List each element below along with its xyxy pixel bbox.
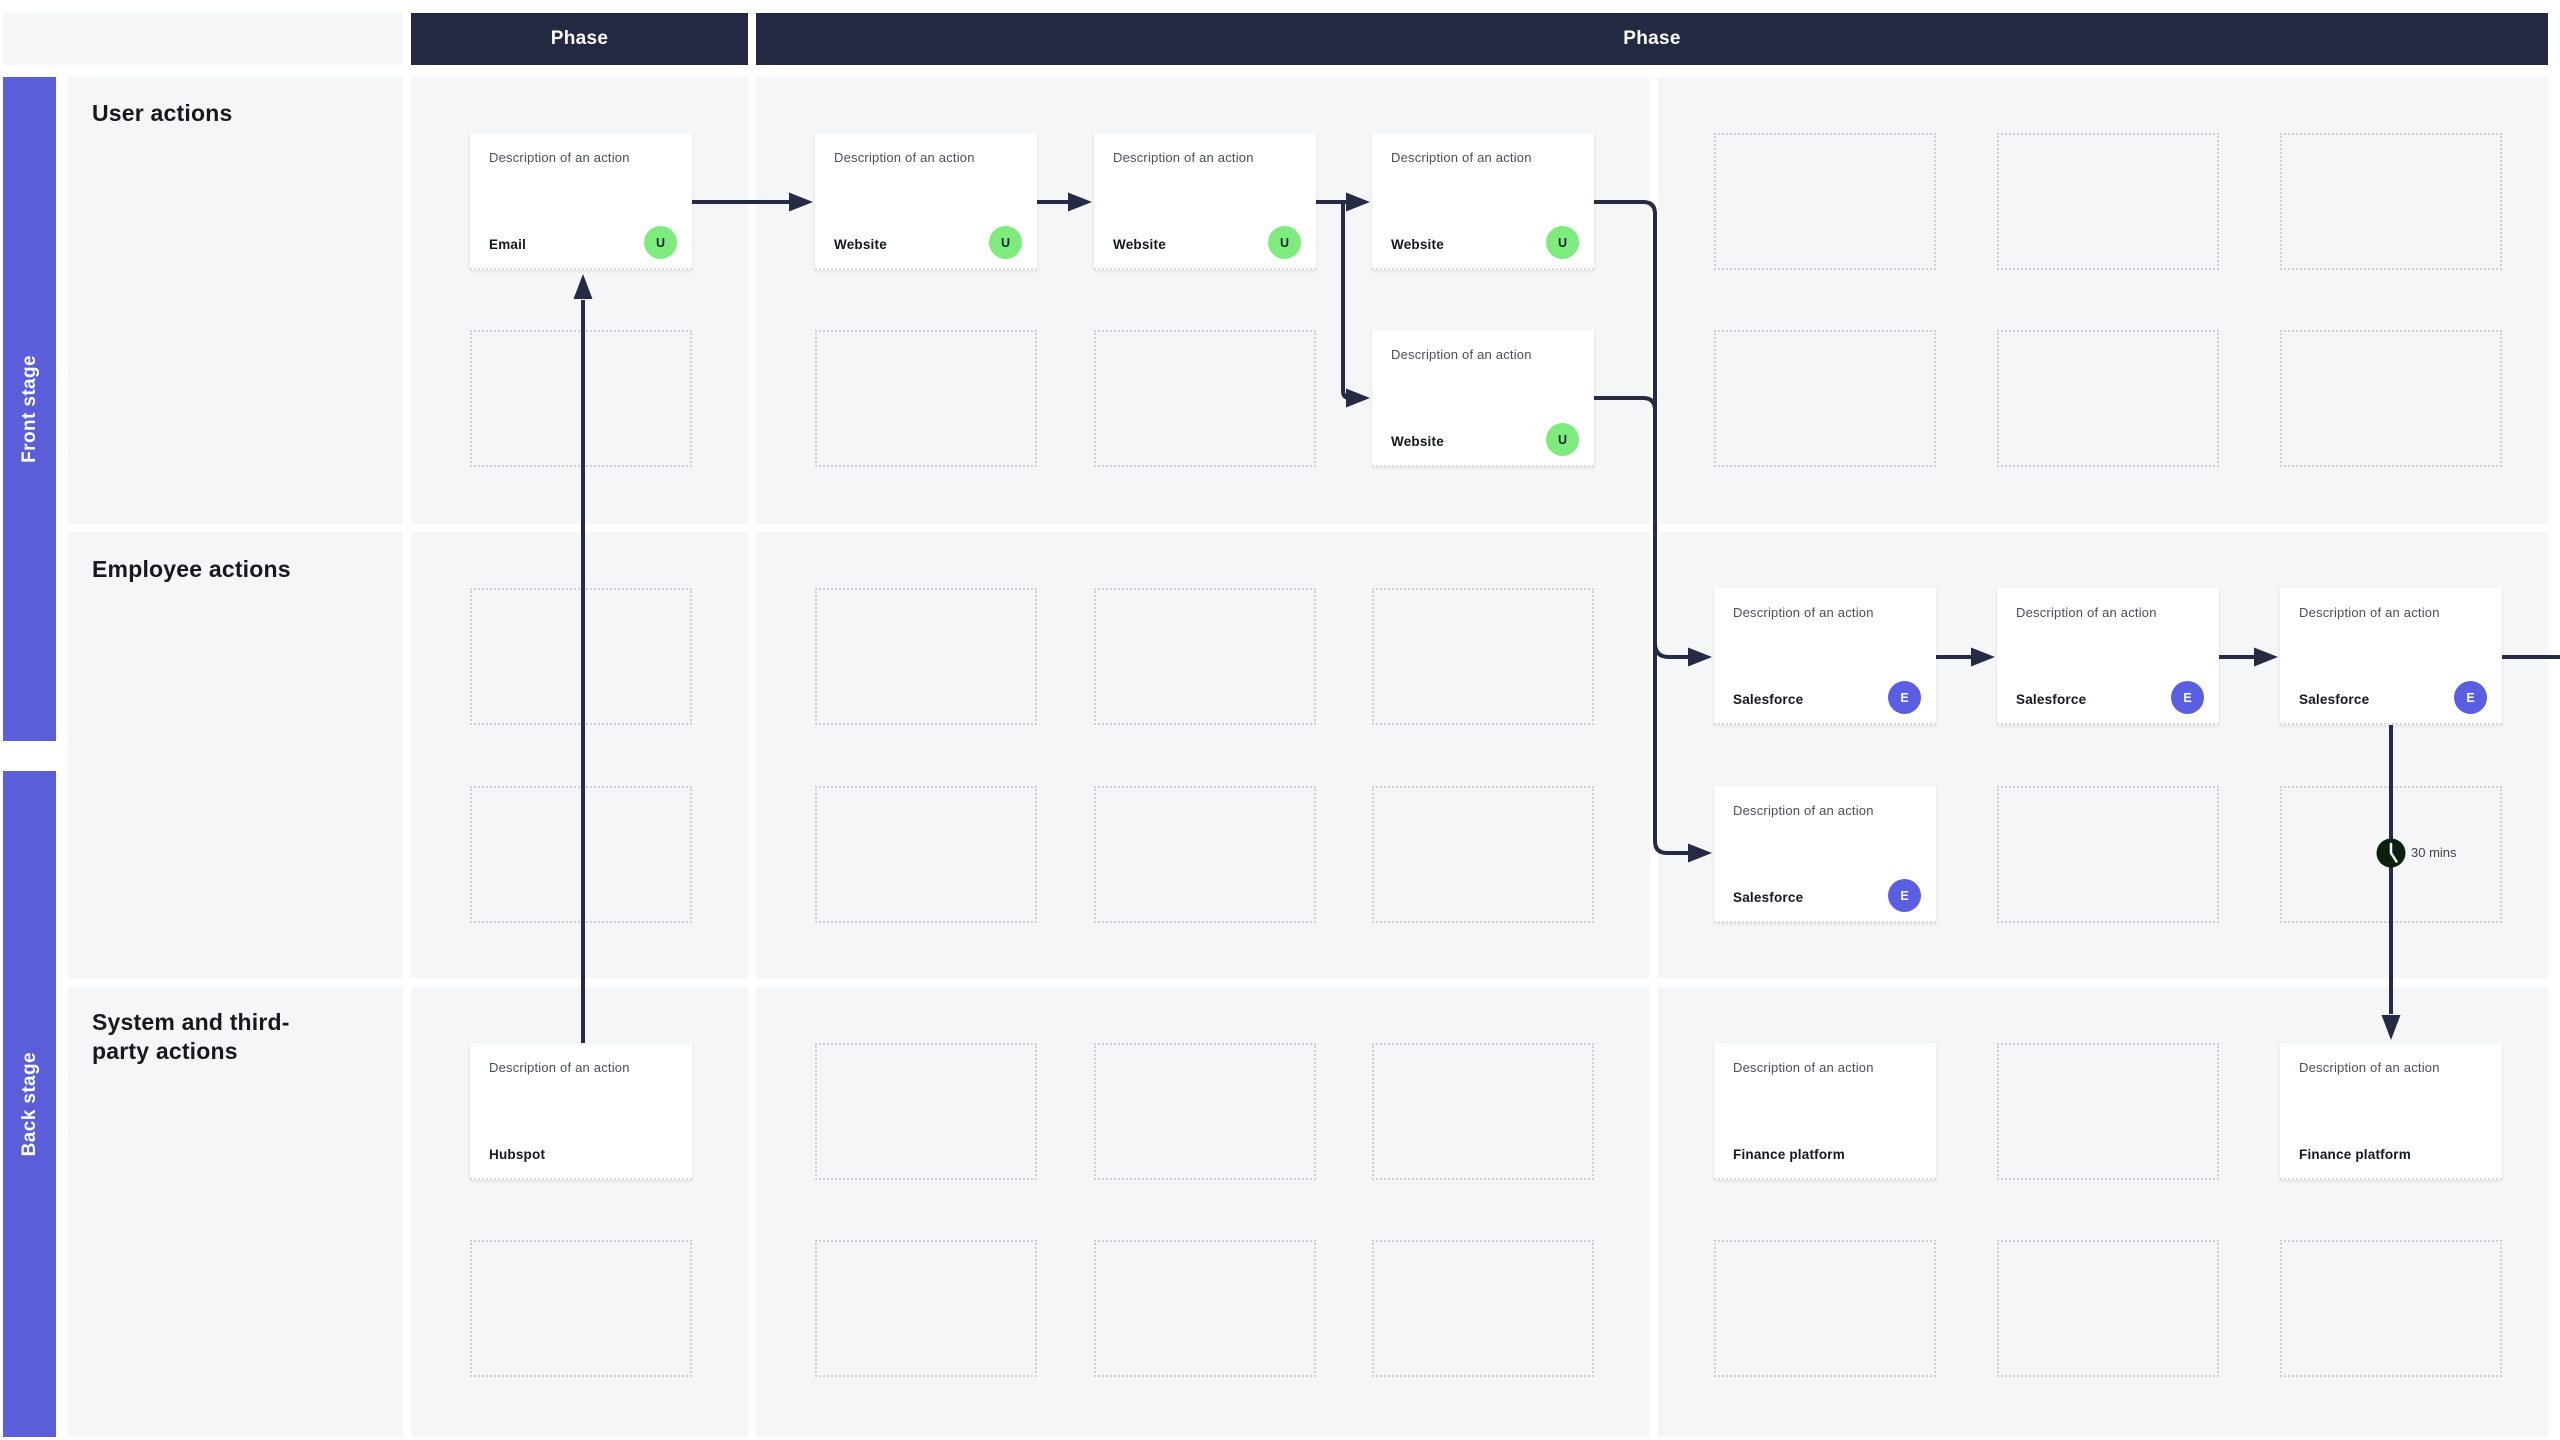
action-description: Description of an action <box>1733 605 1874 620</box>
action-description: Description of an action <box>1733 803 1874 818</box>
action-card-finance-platform-1[interactable]: Description of an action Finance platfor… <box>1714 1043 1936 1180</box>
action-tool-label: Salesforce <box>1733 890 1804 905</box>
phase-header-right-label: Phase <box>1623 28 1681 49</box>
action-card-website-2[interactable]: Description of an action Website U <box>1094 133 1316 270</box>
empty-action-slot[interactable] <box>1997 133 2219 270</box>
empty-action-slot[interactable] <box>1094 786 1316 923</box>
action-card-salesforce-1[interactable]: Description of an action Salesforce E <box>1714 588 1936 725</box>
action-tool-label: Website <box>1391 434 1444 449</box>
empty-action-slot[interactable] <box>815 1043 1037 1180</box>
action-description: Description of an action <box>2299 605 2440 620</box>
phase-header-left-label: Phase <box>550 28 609 49</box>
action-tool-label: Hubspot <box>489 1147 546 1162</box>
row-system-phase2a-panel <box>756 987 1650 1437</box>
row-user-phase2b-panel <box>1658 77 2548 524</box>
action-card-hubspot[interactable]: Description of an action Hubspot <box>470 1043 692 1180</box>
action-tool-label: Website <box>1113 237 1166 252</box>
action-tool-label: Website <box>1391 237 1444 252</box>
empty-action-slot[interactable] <box>1997 786 2219 923</box>
back-stage-label: Back stage <box>18 1051 40 1157</box>
row-title-employee-actions[interactable]: Employee actions <box>92 556 291 582</box>
action-description: Description of an action <box>489 1060 630 1075</box>
row-title-system-actions[interactable]: System and third-party actions <box>92 1009 290 1065</box>
action-tool-label: Email <box>489 237 527 252</box>
empty-action-slot[interactable] <box>1372 1043 1594 1180</box>
action-description: Description of an action <box>1733 1060 1874 1075</box>
employee-badge: E <box>2171 681 2204 714</box>
empty-action-slot[interactable] <box>470 1240 692 1377</box>
action-description: Description of an action <box>1391 347 1532 362</box>
action-card-website-3[interactable]: Description of an action Website U <box>1372 133 1594 270</box>
empty-action-slot[interactable] <box>815 1240 1037 1377</box>
user-badge: U <box>1546 226 1579 259</box>
action-tool-label: Salesforce <box>2016 692 2087 707</box>
empty-action-slot[interactable] <box>1094 330 1316 467</box>
user-badge: U <box>989 226 1022 259</box>
row-system-label-panel <box>68 987 403 1437</box>
row-title-user-actions[interactable]: User actions <box>92 100 233 126</box>
empty-action-slot[interactable] <box>1714 133 1936 270</box>
empty-action-slot[interactable] <box>815 588 1037 725</box>
empty-action-slot[interactable] <box>1997 1240 2219 1377</box>
header-corner-cell <box>3 13 403 65</box>
back-stage-bar[interactable]: Back stage <box>3 771 56 1437</box>
row-user-label-panel <box>68 77 403 524</box>
empty-action-slot[interactable] <box>470 786 692 923</box>
action-description: Description of an action <box>489 150 630 165</box>
action-card-salesforce-2[interactable]: Description of an action Salesforce E <box>1997 588 2219 725</box>
user-badge: U <box>1546 423 1579 456</box>
empty-action-slot[interactable] <box>2280 1240 2502 1377</box>
empty-action-slot[interactable] <box>1372 786 1594 923</box>
empty-action-slot[interactable] <box>1714 1240 1936 1377</box>
empty-action-slot[interactable] <box>815 330 1037 467</box>
empty-action-slot[interactable] <box>470 330 692 467</box>
action-card-email[interactable]: Description of an action Email U <box>470 133 692 270</box>
action-card-finance-platform-2[interactable]: Description of an action Finance platfor… <box>2280 1043 2502 1180</box>
empty-action-slot[interactable] <box>1997 1043 2219 1180</box>
action-card-salesforce-3[interactable]: Description of an action Salesforce E <box>2280 588 2502 725</box>
action-description: Description of an action <box>1113 150 1254 165</box>
front-stage-bar[interactable]: Front stage <box>3 77 56 741</box>
action-card-website-1[interactable]: Description of an action Website U <box>815 133 1037 270</box>
empty-action-slot[interactable] <box>1094 1043 1316 1180</box>
action-tool-label: Website <box>834 237 887 252</box>
employee-badge: E <box>1888 681 1921 714</box>
action-card-salesforce-4[interactable]: Description of an action Salesforce E <box>1714 786 1936 923</box>
row-employee-phase2a-panel <box>756 532 1650 978</box>
action-description: Description of an action <box>834 150 975 165</box>
empty-action-slot[interactable] <box>470 588 692 725</box>
empty-action-slot[interactable] <box>1997 330 2219 467</box>
action-description: Description of an action <box>2299 1060 2440 1075</box>
empty-action-slot[interactable] <box>815 786 1037 923</box>
action-card-website-4[interactable]: Description of an action Website U <box>1372 330 1594 467</box>
employee-badge: E <box>2454 681 2487 714</box>
empty-action-slot[interactable] <box>1372 1240 1594 1377</box>
empty-action-slot[interactable] <box>2280 330 2502 467</box>
empty-action-slot[interactable] <box>1094 1240 1316 1377</box>
empty-action-slot[interactable] <box>1714 330 1936 467</box>
empty-action-slot[interactable] <box>2280 786 2502 923</box>
action-description: Description of an action <box>2016 605 2157 620</box>
action-tool-label: Finance platform <box>2299 1147 2411 1162</box>
empty-action-slot[interactable] <box>1372 588 1594 725</box>
action-description: Description of an action <box>1391 150 1532 165</box>
empty-action-slot[interactable] <box>1094 588 1316 725</box>
user-badge: U <box>1268 226 1301 259</box>
empty-action-slot[interactable] <box>2280 133 2502 270</box>
action-tool-label: Salesforce <box>1733 692 1804 707</box>
action-tool-label: Salesforce <box>2299 692 2370 707</box>
action-tool-label: Finance platform <box>1733 1147 1845 1162</box>
row-employee-label-panel <box>68 532 403 978</box>
employee-badge: E <box>1888 879 1921 912</box>
front-stage-label: Front stage <box>18 355 40 463</box>
duration-label[interactable]: 30 mins <box>2411 845 2457 860</box>
user-badge: U <box>644 226 677 259</box>
phase-header-left[interactable]: Phase <box>411 13 748 65</box>
phase-header-right[interactable]: Phase <box>756 13 2548 65</box>
